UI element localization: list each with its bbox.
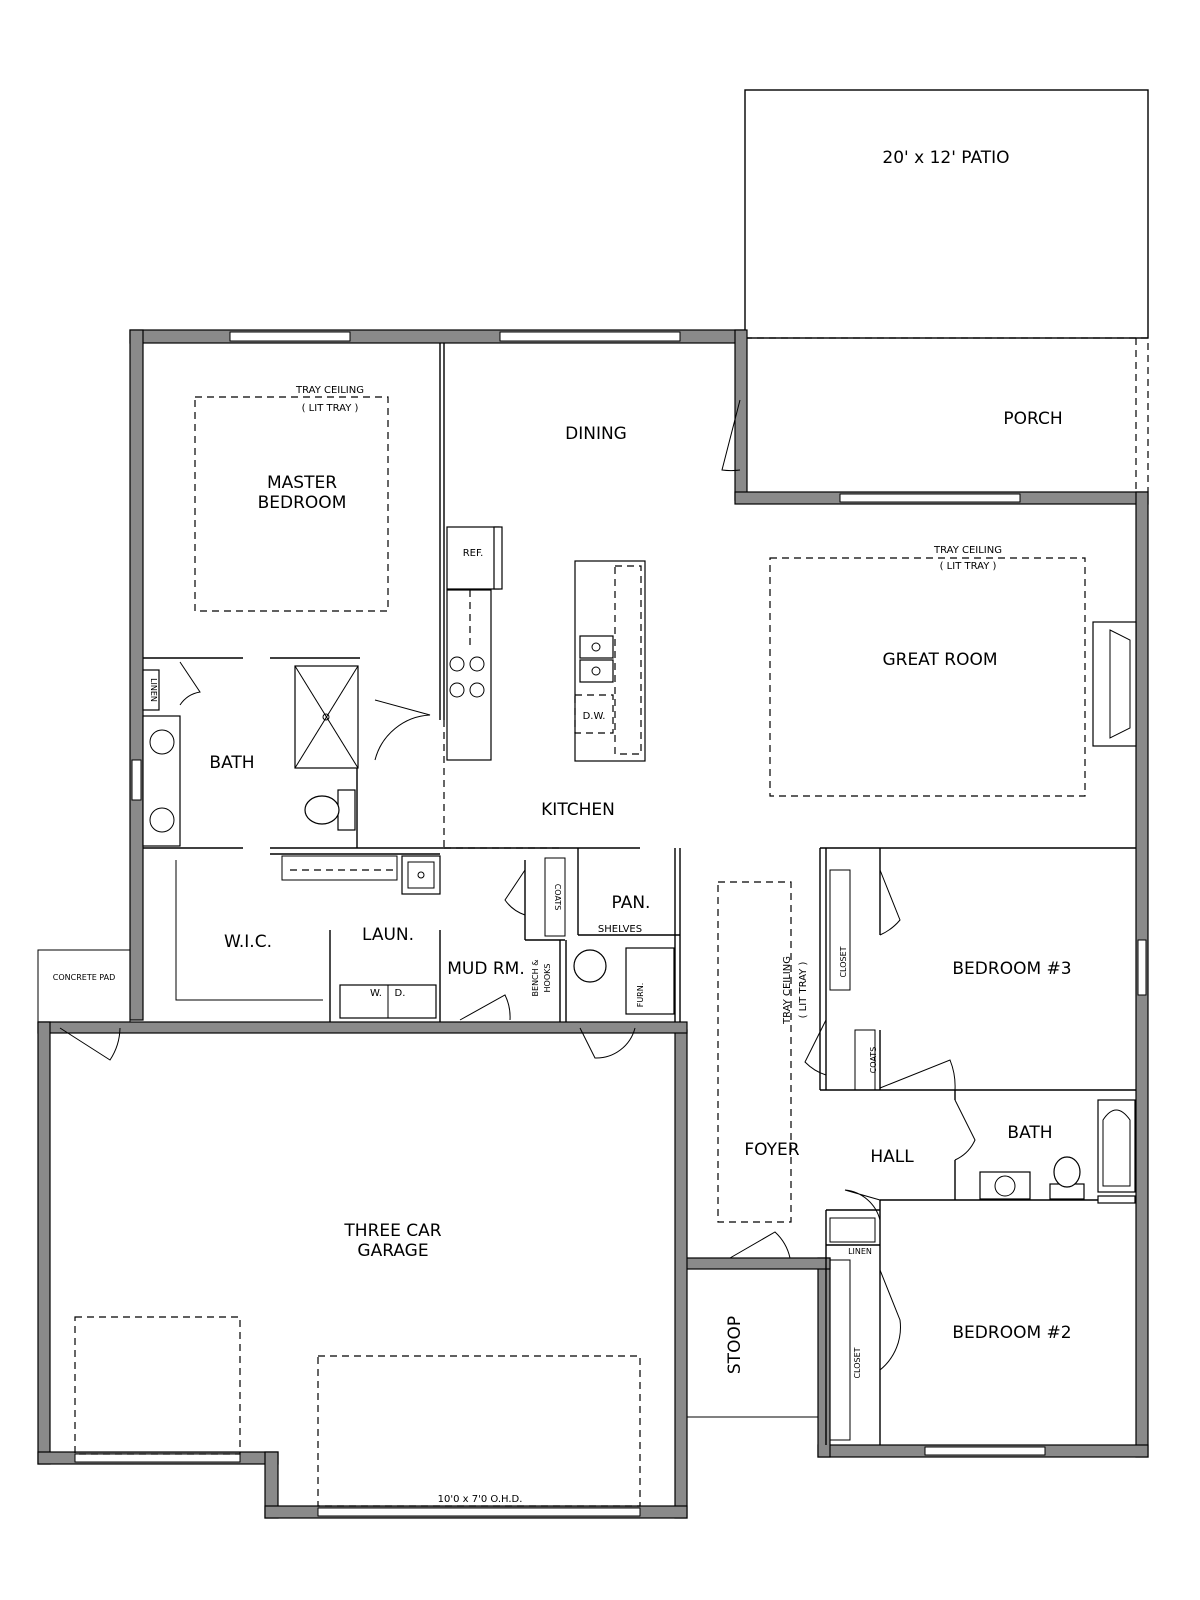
- foyer-tray-label: TRAY CEILING: [782, 956, 793, 1025]
- bench-label-2: HOOKS: [543, 964, 552, 993]
- hall-label: HALL: [870, 1147, 914, 1167]
- master-tray-ceiling: [194, 396, 389, 612]
- master-label-2: BEDROOM: [258, 493, 347, 513]
- coats-closet-hall: [854, 1029, 876, 1091]
- hall-vanity: [979, 1171, 1031, 1200]
- great-room-tray-label: TRAY CEILING: [933, 545, 1002, 556]
- linen-master-label: LINEN: [149, 678, 158, 702]
- stoop: [686, 1268, 819, 1418]
- washer-label: W.: [370, 988, 382, 999]
- master-vanity: [142, 715, 181, 847]
- foyer-lit-tray-label: ( LIT TRAY ): [798, 962, 809, 1019]
- hall-toilet: [1049, 1156, 1085, 1200]
- coats-mud: [544, 857, 566, 937]
- kitchen-label: KITCHEN: [541, 800, 615, 820]
- linen-closet-master: [142, 669, 160, 711]
- master-lit-tray-label: ( LIT TRAY ): [302, 403, 359, 414]
- pantry-label: PAN.: [612, 893, 651, 913]
- closet-bedroom2: [829, 1259, 851, 1441]
- concrete-pad-outline: [37, 949, 131, 1023]
- hall-bath-label: BATH: [1007, 1123, 1052, 1143]
- master-tray-label: TRAY CEILING: [295, 385, 364, 396]
- foyer-tray-ceiling: [717, 881, 792, 1223]
- garage-label-1: THREE CAR: [343, 1221, 441, 1241]
- kitchen-island: [574, 560, 646, 762]
- laundry-label: LAUN.: [362, 925, 414, 945]
- porch-label: PORCH: [1003, 409, 1062, 429]
- windows: [74, 331, 1147, 1517]
- great-room-label: GREAT ROOM: [882, 650, 997, 670]
- mud-room-label: MUD RM.: [447, 959, 525, 979]
- furn-label: FURN.: [636, 983, 645, 1008]
- washer-dryer: [339, 984, 437, 1019]
- foyer-label: FOYER: [744, 1140, 799, 1160]
- shelves-label: SHELVES: [598, 924, 642, 935]
- laundry-sink: [401, 855, 441, 895]
- door-swings: [59, 399, 976, 1371]
- great-room-tray-ceiling: [769, 557, 1086, 797]
- garage-bay-left: [74, 1316, 241, 1455]
- kitchen-counter: [446, 589, 492, 761]
- refrigerator: [446, 526, 503, 590]
- garage-bay-right: [317, 1355, 641, 1507]
- dw-label: D.W.: [583, 711, 606, 722]
- master-label-1: MASTER: [267, 473, 337, 493]
- porch-outline: [745, 337, 1149, 492]
- furnace: [625, 947, 675, 1015]
- garage-label-2: GARAGE: [357, 1241, 428, 1261]
- linen-closet-hall: [829, 1217, 876, 1243]
- concrete-pad-label: CONCRETE PAD: [53, 973, 116, 982]
- bathtub: [1097, 1099, 1136, 1193]
- great-room-lit-tray-label: ( LIT TRAY ): [940, 561, 997, 572]
- closet-b3-label: CLOSET: [839, 946, 848, 977]
- water-heater: [573, 949, 607, 983]
- closet-bedroom3: [829, 869, 851, 991]
- patio-outline: [744, 89, 1149, 339]
- closet-b2-label: CLOSET: [853, 1347, 862, 1378]
- master-bath-label: BATH: [209, 753, 254, 773]
- laundry-shelf: [281, 855, 398, 881]
- garage-door-label: 10'0 x 7'0 O.H.D.: [438, 1494, 523, 1505]
- linen-hall-label: LINEN: [848, 1247, 872, 1256]
- ref-label: REF.: [463, 548, 484, 559]
- bedroom2-label: BEDROOM #2: [952, 1323, 1071, 1343]
- bedroom3-label: BEDROOM #3: [952, 959, 1071, 979]
- dryer-label: D.: [395, 988, 406, 999]
- stoop-label: STOOP: [725, 1316, 745, 1374]
- fireplace: [1092, 621, 1137, 747]
- master-toilet: [304, 789, 356, 831]
- patio-label: 20' x 12' PATIO: [882, 148, 1009, 168]
- shower: [294, 665, 359, 769]
- dining-label: DINING: [565, 424, 627, 444]
- bath-shelf: [1097, 1195, 1136, 1204]
- bench-label-1: BENCH &: [531, 960, 540, 997]
- coats-hall-label: COATS: [869, 1047, 878, 1074]
- interior-walls: [143, 343, 1136, 1445]
- wic-label: W.I.C.: [224, 932, 272, 952]
- coats-mud-label: COATS: [553, 884, 562, 911]
